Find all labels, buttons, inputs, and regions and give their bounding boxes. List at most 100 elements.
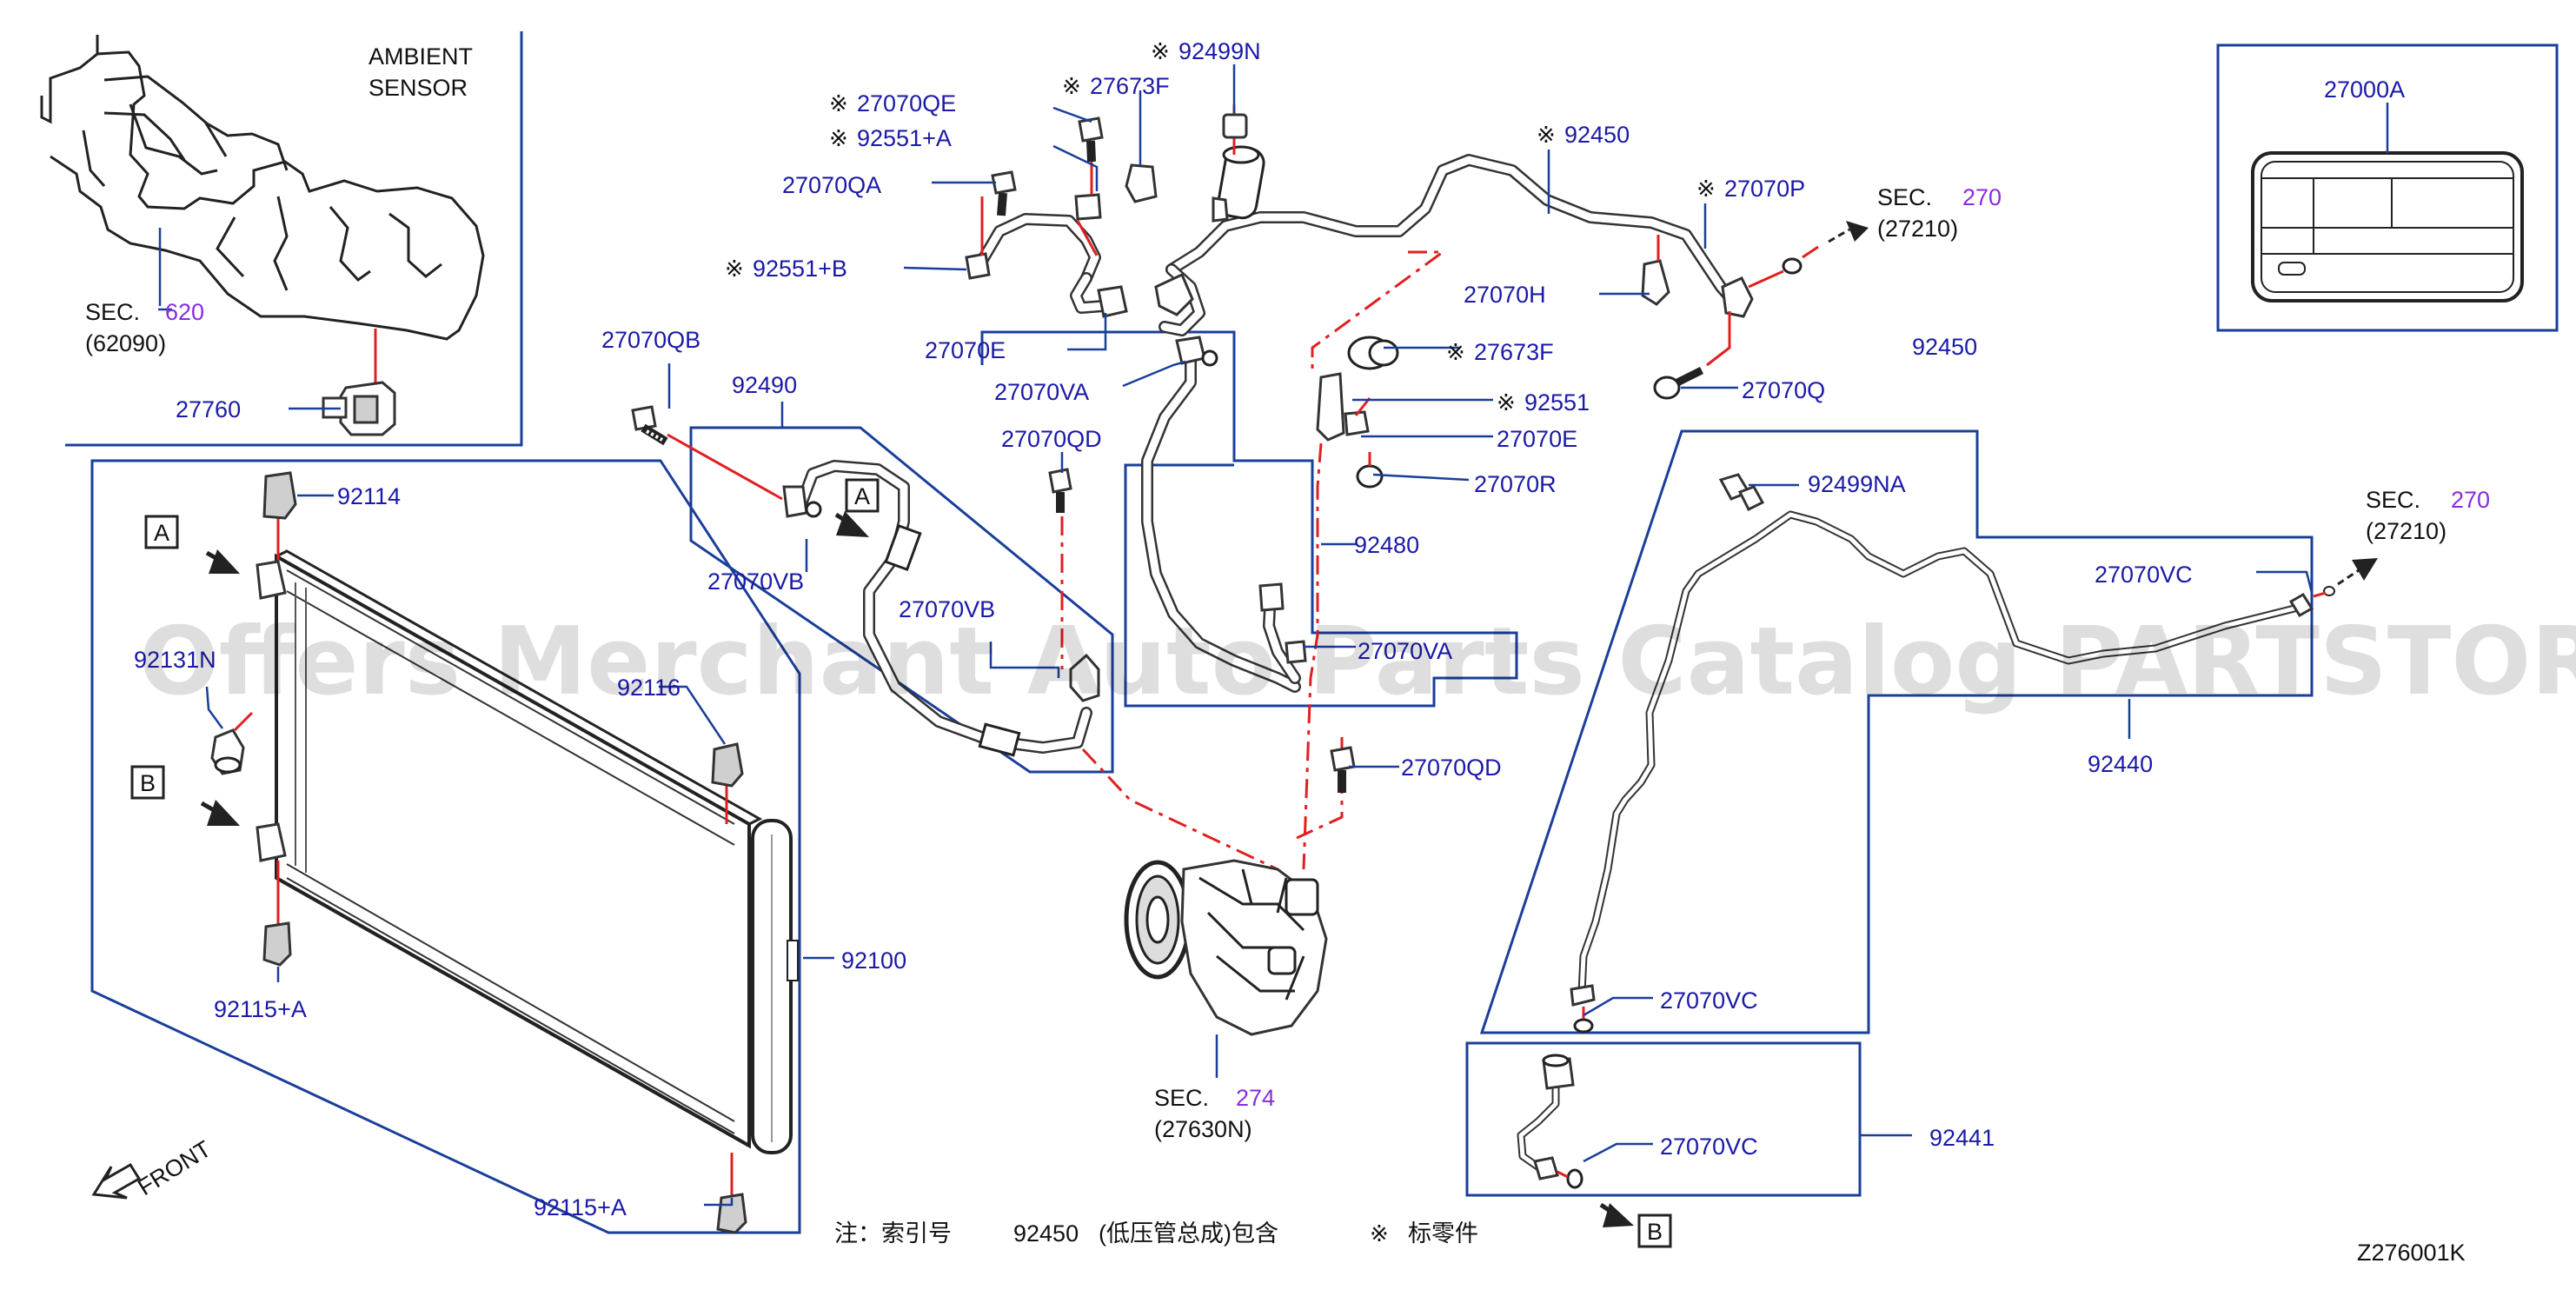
- sec-274-label: SEC.: [1154, 1085, 1209, 1111]
- part-92551A: 92551+A: [857, 125, 952, 151]
- pipe-92440: [1570, 473, 2378, 1034]
- part-92116: 92116: [617, 675, 681, 701]
- front-arrow: [91, 1162, 142, 1200]
- part-27070VA-1: 27070VA: [994, 379, 1089, 405]
- part-92490: 92490: [732, 372, 797, 398]
- condenser-brackets: [210, 471, 747, 1234]
- note-prefix: 注：索引号: [834, 1220, 952, 1247]
- sec-620-label: SEC.: [85, 299, 140, 325]
- part-27760: 27760: [176, 396, 241, 422]
- sec-274-sub: (27630N): [1154, 1116, 1252, 1142]
- part-27070VC-1: 27070VC: [2095, 562, 2193, 588]
- star-mark-6: ※: [1537, 123, 1556, 149]
- sec-270-a-number: 270: [1962, 184, 2002, 210]
- ambient-sensor-box: [65, 31, 523, 447]
- part-27070Q: 27070Q: [1742, 377, 1825, 403]
- note-code: 92450: [1013, 1220, 1079, 1247]
- star-mark-7: ※: [1696, 176, 1716, 203]
- hose-92490-box: [689, 426, 1114, 774]
- sec-270-b-label: SEC.: [2366, 487, 2420, 513]
- hose-front-27070QE: [965, 146, 1158, 318]
- part-27673F-2: 27673F: [1474, 339, 1554, 365]
- bumper-bracket-sketch: [40, 35, 485, 341]
- note-desc: (低压管总成)包含: [1099, 1220, 1278, 1247]
- condenser-core: [275, 549, 763, 1149]
- note-star-desc: 标零件: [1408, 1220, 1478, 1247]
- star-mark-2: ※: [829, 126, 848, 152]
- part-92551B: 92551+B: [753, 256, 847, 282]
- part-92499N: 92499N: [1178, 38, 1261, 64]
- bolt-27070QD-lower: [1330, 746, 1356, 793]
- ambient-sensor-part: [322, 329, 396, 436]
- part-92450-1: 92450: [1564, 122, 1630, 148]
- sec-270-a-label: SEC.: [1877, 184, 1932, 210]
- part-92114: 92114: [337, 483, 401, 509]
- part-27070QD-1: 27070QD: [1001, 426, 1102, 452]
- pipe-92441: [1517, 1054, 1583, 1189]
- receiver-drier-tank: [751, 819, 799, 1154]
- star-mark-4: ※: [1062, 74, 1081, 100]
- diagram-code: Z276001K: [2357, 1240, 2466, 1266]
- star-mark-1: ※: [829, 91, 848, 117]
- bracket-92551: [1316, 336, 1399, 489]
- part-92440: 92440: [2088, 751, 2153, 777]
- part-27070QE: 27070QE: [857, 90, 956, 116]
- pipe-92440-box: [1479, 429, 2314, 1034]
- sec-620-number: 620: [165, 299, 204, 325]
- condenser-box: [90, 459, 801, 1234]
- hose-92480: [1141, 336, 1307, 693]
- watermark: Offers Merchant Auto Parts Catalog PARTS…: [139, 608, 2576, 716]
- part-27673F-1: 27673F: [1090, 73, 1170, 99]
- part-92441: 92441: [1929, 1125, 1995, 1151]
- ambient-sensor-line2: SENSOR: [368, 75, 468, 101]
- legend-box-code: 27000A: [2324, 76, 2405, 103]
- label-legend-box: [2216, 43, 2559, 332]
- arrows: [200, 511, 1634, 1227]
- part-27070E-2: 27070E: [1497, 426, 1577, 452]
- hose-92450: [1154, 104, 1754, 336]
- marker-a-condenser: A: [154, 520, 169, 546]
- leader-lines: [158, 64, 2314, 1207]
- compressor: [1124, 859, 1328, 1078]
- part-92100: 92100: [841, 948, 906, 974]
- sec-270-b-number: 270: [2451, 487, 2490, 513]
- part-92115A-1: 92115+A: [214, 996, 307, 1022]
- part-92115A-2: 92115+A: [534, 1194, 627, 1220]
- star-mark-9: ※: [1497, 390, 1516, 416]
- star-mark-3: ※: [725, 256, 744, 283]
- pipe-92441-box: [1465, 1041, 1862, 1197]
- part-92499NA: 92499NA: [1808, 471, 1906, 497]
- front-label: FRONT: [133, 1135, 216, 1200]
- star-mark-8: ※: [1446, 340, 1465, 366]
- part-27070VC-3: 27070VC: [1660, 1134, 1758, 1160]
- part-27070H: 27070H: [1464, 282, 1546, 308]
- part-27070VC-2: 27070VC: [1660, 987, 1758, 1014]
- bolt-27070Q: [1653, 311, 1731, 400]
- star-mark-5: ※: [1151, 39, 1170, 65]
- part-27070QD-2: 27070QD: [1401, 755, 1502, 781]
- part-27070P: 27070P: [1724, 176, 1805, 202]
- part-92131N: 92131N: [134, 647, 216, 673]
- bolt-27070QA: [991, 170, 1017, 216]
- hose-92490: [782, 460, 1100, 757]
- part-92450-2: 92450: [1912, 334, 1977, 360]
- bolt-27070QB: [631, 405, 783, 501]
- part-27070VB-1: 27070VB: [707, 569, 804, 595]
- part-27070R: 27070R: [1474, 471, 1557, 497]
- part-27070VB-2: 27070VB: [899, 596, 995, 622]
- marker-a-hose: A: [854, 483, 870, 509]
- bolt-27070QE: [1078, 116, 1104, 163]
- marker-b-pipe: B: [1647, 1219, 1663, 1245]
- ambient-sensor-line1: AMBIENT: [368, 43, 473, 70]
- sec-274-number: 274: [1236, 1085, 1275, 1111]
- sec-620-sub: (62090): [85, 330, 166, 356]
- oring-27070P: [1748, 221, 1869, 289]
- star-mark-note: ※: [1370, 1221, 1389, 1247]
- sec-270-a-sub: (27210): [1877, 216, 1958, 242]
- part-92551: 92551: [1524, 389, 1590, 416]
- part-27070VA-2: 27070VA: [1358, 638, 1452, 664]
- part-27070E-1: 27070E: [925, 337, 1006, 363]
- sec-270-b-sub: (27210): [2366, 518, 2447, 544]
- hose-92480-box: [980, 330, 1518, 708]
